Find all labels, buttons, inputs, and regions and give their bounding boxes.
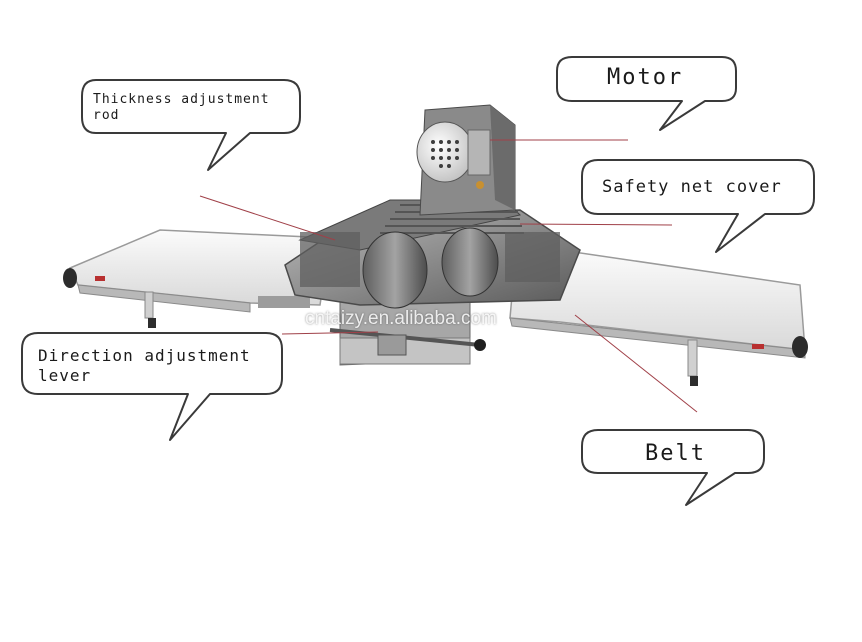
motor-assembly [416,104,516,216]
callout-direction-bubble [21,332,283,441]
leader-belt [574,314,698,413]
callout-bubbles [21,56,815,506]
leader-direction [281,331,379,335]
callout-direction-label: Direction adjustment lever [38,346,251,385]
leader-lines [199,139,698,413]
leader-thickness [199,195,336,241]
callout-belt-bubble [581,429,765,506]
right-conveyor [509,249,808,386]
callout-safety-label: Safety net cover [602,177,782,197]
leader-safety [519,223,673,226]
left-conveyor [63,229,331,328]
callout-safety-bubble [581,159,815,253]
callout-belt-label: Belt [645,441,706,466]
callout-motor-label: Motor [607,65,684,90]
callout-motor-bubble [556,56,737,131]
machine [63,104,808,386]
motor-fan-grille [431,140,459,168]
callout-thickness-bubble [81,79,301,171]
watermark-text: cntaizy.en.alibaba.com [305,308,497,329]
roller-housing [284,199,581,309]
callout-thickness-label: Thickness adjustment rod [93,92,270,124]
